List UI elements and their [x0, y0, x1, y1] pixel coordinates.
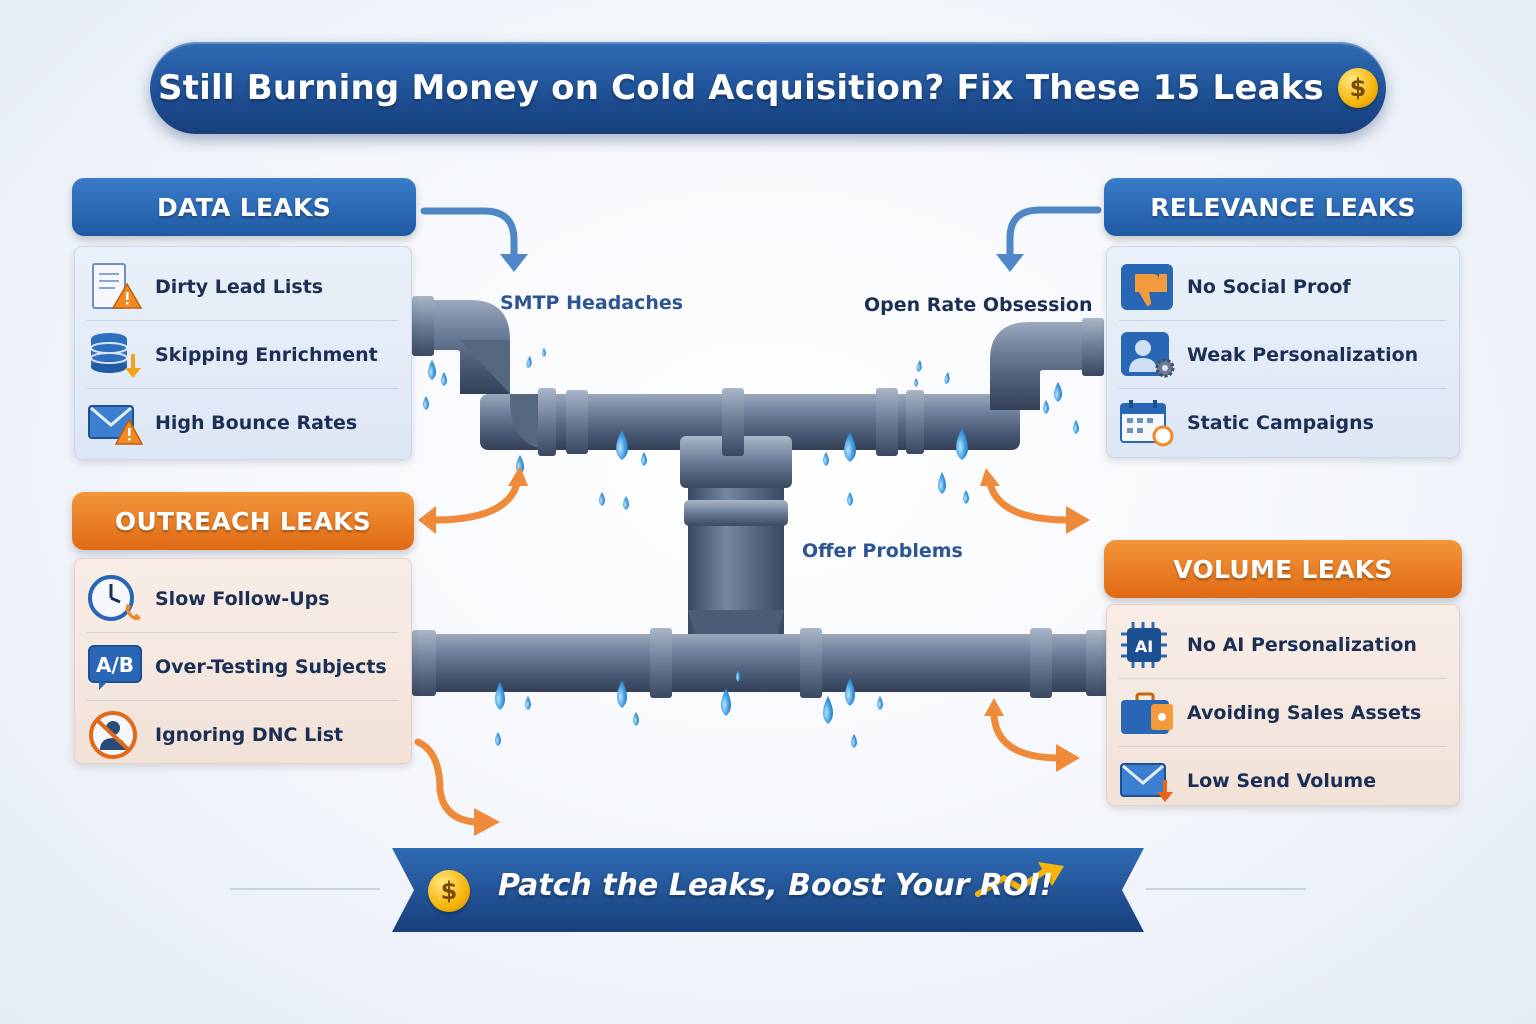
ab-text: A/B — [96, 653, 134, 677]
item-label: Ignoring DNC List — [155, 724, 344, 746]
briefcase-icon — [1121, 692, 1173, 734]
tee-top-cap — [680, 436, 792, 488]
list-item: Weak Personalization — [1119, 321, 1447, 389]
document-warning-icon — [92, 262, 143, 309]
item-label: No AI Personalization — [1187, 633, 1417, 656]
footer-banner: $ Patch the Leaks, Boost Your ROI! — [392, 848, 1144, 932]
footer-ribbon — [392, 848, 1144, 932]
flow-arrows — [414, 206, 1102, 826]
lower-left-end — [412, 630, 436, 696]
smtp-headaches-label: SMTP Headaches — [500, 292, 684, 314]
envelope-down-icon — [1120, 763, 1173, 802]
list-item: Slow Follow-Ups — [87, 565, 399, 633]
offer-problems-label: Offer Problems — [802, 540, 963, 562]
data-leaks-panel: Dirty Lead Lists Skipping Enrichment Hig… — [74, 246, 412, 460]
list-item: No Social Proof — [1119, 253, 1447, 321]
list-item: A/B Over-Testing Subjects — [87, 633, 399, 701]
outreach-leaks-header: OUTREACH LEAKS — [72, 492, 414, 550]
footer-divider-right — [1146, 888, 1306, 890]
item-label: Skipping Enrichment — [155, 343, 378, 366]
volume-leaks-panel: AI No AI Personalization Avoiding Sales … — [1106, 604, 1460, 806]
tee-collar — [684, 500, 788, 526]
dollar-coin-icon: $ — [1337, 68, 1378, 108]
page-title: Still Burning Money on Cold Acquisition?… — [158, 68, 1324, 108]
pipe-couplings — [538, 388, 1052, 698]
lower-pipe — [412, 634, 1112, 692]
right-pipe-stub — [1082, 318, 1104, 376]
list-item: Skipping Enrichment — [87, 321, 399, 389]
relevance-leaks-panel: No Social Proof Weak Personalization Sta… — [1106, 246, 1460, 458]
envelope-warning-icon — [88, 405, 143, 445]
footer-slogan: Patch the Leaks, Boost Your ROI! — [498, 868, 1054, 903]
database-arrow-icon — [90, 332, 141, 378]
item-label: Avoiding Sales Assets — [1187, 701, 1422, 724]
calendar-icon — [1120, 400, 1174, 447]
data-leaks-header: DATA LEAKS — [72, 178, 416, 236]
item-label: Weak Personalization — [1187, 343, 1419, 366]
list-item: Avoiding Sales Assets — [1119, 679, 1447, 747]
dollar-coin-icon: $ — [428, 870, 470, 912]
list-item: AI No AI Personalization — [1119, 611, 1447, 679]
item-label: No Social Proof — [1187, 275, 1351, 298]
volume-leaks-header: VOLUME LEAKS — [1104, 540, 1462, 598]
item-label: Static Campaigns — [1187, 412, 1374, 434]
open-rate-obsession-label: Open Rate Obsession — [864, 294, 1093, 316]
item-label: Low Send Volume — [1187, 770, 1377, 792]
arrow-heads — [418, 254, 1090, 836]
user-gear-icon — [1121, 331, 1175, 377]
outreach-leaks-panel: Slow Follow-Ups A/B Over-Testing Subject… — [74, 558, 412, 764]
ai-text: AI — [1135, 637, 1153, 656]
growth-arrow-icon — [975, 867, 1049, 897]
item-label: Slow Follow-Ups — [155, 587, 330, 610]
water-drops — [423, 348, 1079, 748]
ab-test-icon: A/B — [88, 644, 142, 690]
relevance-leaks-header: RELEVANCE LEAKS — [1104, 178, 1462, 236]
footer-divider-left — [230, 888, 380, 890]
title-banner: Still Burning Money on Cold Acquisition?… — [150, 42, 1386, 134]
left-pipe-stub — [412, 296, 434, 356]
upper-left-elbow — [412, 300, 510, 394]
item-label: Over-Testing Subjects — [155, 655, 387, 678]
clock-phone-icon — [88, 574, 141, 621]
list-item: Static Campaigns — [1119, 389, 1447, 457]
lower-right-end — [1086, 630, 1110, 696]
list-item: Ignoring DNC List — [87, 701, 399, 769]
upper-right-elbow — [990, 322, 1100, 410]
thumbs-down-icon — [1121, 263, 1173, 310]
item-label: High Bounce Rates — [155, 412, 358, 434]
list-item: Low Send Volume — [1119, 747, 1447, 815]
item-label: Dirty Lead Lists — [155, 275, 324, 298]
no-contact-icon — [89, 711, 137, 759]
upper-left-elbow-bend — [460, 340, 555, 450]
list-item: Dirty Lead Lists — [87, 253, 399, 321]
list-item: High Bounce Rates — [87, 389, 399, 457]
ai-chip-icon: AI — [1121, 621, 1167, 668]
